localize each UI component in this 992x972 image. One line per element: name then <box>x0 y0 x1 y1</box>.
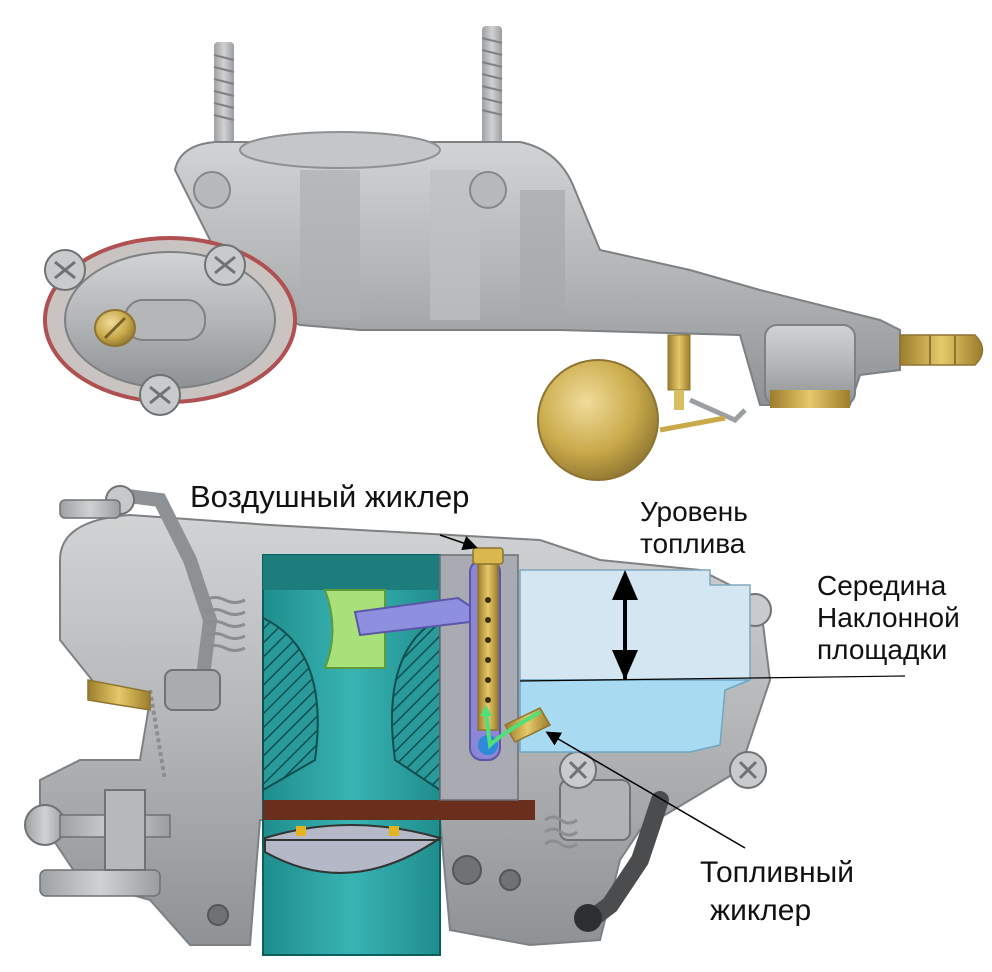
label-fuel-jet-line2: жиклер <box>710 894 812 927</box>
gasket-left <box>263 800 440 820</box>
label-mid-line3: площадки <box>817 634 948 665</box>
venturi-wall-left <box>262 616 319 792</box>
label-mid-line2: Наклонной <box>817 602 960 633</box>
label-fuel-jet-line1: Топливный <box>700 856 854 889</box>
valve-screw <box>389 826 399 836</box>
gasket-right <box>440 800 535 820</box>
lid-dome <box>239 131 441 169</box>
venturi-wall-right <box>391 616 441 792</box>
adjust-screw <box>59 499 121 519</box>
return-spring <box>148 689 167 781</box>
label-fuel-level: Уровень топлива <box>640 496 748 560</box>
label-fuel-jet: Топливный жиклер <box>700 854 854 930</box>
air-channel <box>353 596 471 637</box>
inlet-nut <box>770 390 850 408</box>
needle-valve <box>667 334 691 391</box>
mid-platform-line <box>519 675 906 682</box>
fuel-jet-pointer <box>545 731 746 849</box>
label-fuel-level-line2: топлива <box>640 528 746 559</box>
valve-screw <box>296 826 306 836</box>
throttle-valve <box>264 824 443 874</box>
ball-joint <box>24 804 66 846</box>
air-jet <box>472 547 504 565</box>
vacuum-nipple <box>87 679 151 711</box>
idle-screw <box>39 869 161 897</box>
fuel-volume <box>519 679 751 753</box>
float <box>537 359 659 481</box>
float-chamber-air <box>519 569 751 681</box>
label-mid-line1: Середина <box>817 570 947 601</box>
fuel-jet <box>503 707 552 743</box>
float-chamber-cutaway <box>519 569 751 753</box>
carburetor-lid <box>43 26 984 481</box>
fuel-inlet-nipple <box>899 334 984 366</box>
emulsion-tube <box>477 559 499 731</box>
label-mid-platform: Середина Наклонной площадки <box>817 570 960 666</box>
mixing-chamber-cutaway <box>262 547 552 956</box>
label-air-jet: Воздушный жиклер <box>190 479 470 514</box>
annotations <box>439 534 906 849</box>
label-fuel-level-line1: Уровень <box>640 496 748 527</box>
fuel-flow-line <box>484 710 541 750</box>
air-jet-pointer <box>439 534 478 551</box>
